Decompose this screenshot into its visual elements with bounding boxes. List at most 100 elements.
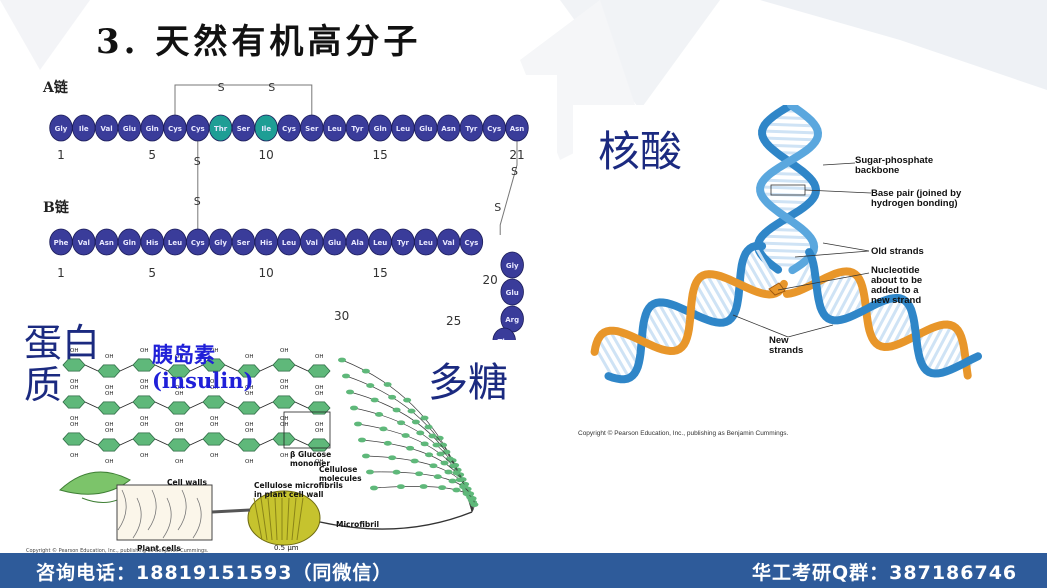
base-pair-label: Base pair (joined by <box>871 188 962 199</box>
cellulose-unit <box>429 463 438 469</box>
base-pair-rung <box>705 273 734 319</box>
sulfur-label: S <box>268 81 275 94</box>
residue-number: 25 <box>446 314 461 328</box>
residue-number: 21 <box>509 148 524 162</box>
insulin-label: 胰岛素 (insulin) <box>152 342 254 393</box>
hydroxyl-label: OH <box>70 416 78 422</box>
hydroxyl-label: OH <box>280 348 288 354</box>
residue-number: 5 <box>148 148 156 162</box>
cellulose-unit <box>361 368 370 374</box>
sulfur-label: S <box>494 201 501 214</box>
hydroxyl-label: OH <box>175 354 183 360</box>
svg-text:His: His <box>146 239 158 247</box>
cellulose-unit <box>370 485 378 491</box>
glycosidic-bond <box>259 364 274 372</box>
chain-a-label: A链 <box>42 79 69 96</box>
base-pair-rung <box>617 330 640 367</box>
base-pair-rung <box>763 178 814 184</box>
cellulose-unit <box>406 445 415 451</box>
cellulose-unit <box>462 491 471 497</box>
base-pair-rung <box>747 248 776 295</box>
glycosidic-bond <box>224 401 239 409</box>
hydroxyl-label: OH <box>140 379 148 385</box>
amino-acid-residue: Leu <box>414 228 438 256</box>
amino-acid-residue: Leu <box>391 114 415 142</box>
cellulose-unit <box>383 440 392 446</box>
base-pair-rung <box>601 332 631 379</box>
svg-text:Leu: Leu <box>419 239 433 247</box>
glycosidic-bond <box>119 364 134 372</box>
amino-acid-residue: Cys <box>459 228 484 256</box>
hydroxyl-label: OH <box>175 459 183 465</box>
old-strands-label: Old strands <box>871 246 924 257</box>
cellulose-unit <box>338 357 346 363</box>
svg-text:Gln: Gln <box>374 125 387 133</box>
cellulose-unit <box>436 451 445 457</box>
svg-text:in plant cell wall: in plant cell wall <box>254 490 323 499</box>
hydroxyl-label: OH <box>105 385 113 391</box>
cellulose-unit <box>366 469 374 475</box>
glycosidic-bond <box>294 438 309 446</box>
contact-footer: 咨询电话：18819151593（同微信） 华工考研Q群：387186746 <box>0 553 1047 588</box>
svg-text:Ile: Ile <box>261 125 271 133</box>
svg-text:monomer: monomer <box>290 459 330 468</box>
nucleotide-label: Nucleotide <box>871 265 920 276</box>
glucose-ring <box>307 401 331 415</box>
cellulose-unit <box>425 452 434 458</box>
amino-acid-residue: Gln <box>117 228 142 256</box>
microfibril-label: Microfibril <box>336 520 379 529</box>
glycosidic-bond <box>84 364 99 372</box>
amino-acid-residue: Tyr <box>345 114 370 142</box>
glucose-ring <box>97 401 121 415</box>
hydroxyl-label: OH <box>315 428 323 434</box>
base-pair-rung <box>645 310 672 352</box>
cellulose-unit <box>383 382 392 387</box>
glycosidic-bond <box>119 401 134 409</box>
svg-text:Tyr: Tyr <box>465 125 478 133</box>
cell-walls-label: Cell walls <box>167 478 207 487</box>
page-title: 3. 天然有机高分子 <box>96 22 422 62</box>
base-pair-rung <box>921 323 946 366</box>
svg-text:Val: Val <box>78 239 90 247</box>
base-pair-rung <box>713 273 737 312</box>
amino-acid-residue: Gln <box>368 114 392 142</box>
cellulose-unit <box>388 455 397 461</box>
svg-text:strands: strands <box>769 345 803 356</box>
hydroxyl-label: OH <box>140 422 148 428</box>
residue-number: 10 <box>259 148 274 162</box>
amino-acid-residue: Thr <box>208 114 233 142</box>
svg-text:Phe: Phe <box>54 239 69 247</box>
base-pair-rung <box>871 297 896 340</box>
svg-text:Cys: Cys <box>487 125 501 133</box>
hydroxyl-label: OH <box>140 385 148 391</box>
base-pair-rung <box>762 234 811 240</box>
glycosidic-bond <box>154 438 169 446</box>
svg-text:Asn: Asn <box>510 125 525 133</box>
glucose-ring <box>237 438 261 452</box>
glycosidic-bond <box>119 438 134 446</box>
base-pair-rung <box>657 301 685 347</box>
cellulose-unit <box>416 430 425 436</box>
glycosidic-bond <box>259 438 274 446</box>
monomer-highlight-box <box>283 411 331 449</box>
svg-text:Val: Val <box>443 239 455 247</box>
sugar-phosphate-strand <box>782 267 972 380</box>
hydroxyl-label: OH <box>140 453 148 459</box>
hydroxyl-label: OH <box>245 354 253 360</box>
glucose-ring <box>132 358 156 372</box>
hydroxyl-label: OH <box>245 391 253 397</box>
svg-text:Cys: Cys <box>464 239 478 247</box>
cellulose-unit <box>401 433 410 438</box>
base-pair-rung <box>608 329 636 375</box>
glucose-ring <box>62 395 86 409</box>
sugar-phosphate-strand <box>754 105 821 274</box>
amino-acid-residue: Leu <box>322 114 347 142</box>
svg-text:Ser: Ser <box>237 125 251 133</box>
sugar-phosphate-strand <box>604 241 767 384</box>
cellulose-unit <box>444 469 453 475</box>
cellulose-unit <box>358 437 366 443</box>
svg-text:about to be: about to be <box>871 275 922 286</box>
residue-number: 15 <box>373 148 388 162</box>
cellulose-copyright: Copyright © Pearson Education, Inc., pub… <box>26 547 209 554</box>
